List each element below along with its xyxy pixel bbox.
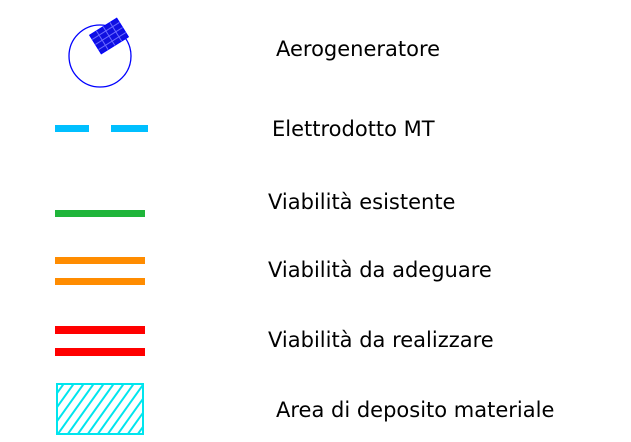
legend-label: Viabilità da adeguare xyxy=(268,258,492,282)
legend-item-viabilita-da-realizzare: Viabilità da realizzare xyxy=(0,300,631,370)
dashed-line-symbol xyxy=(55,125,150,133)
legend-item-viabilita-esistente: Viabilità esistente xyxy=(0,165,631,230)
legend-item-aerogeneratore: Aerogeneratore xyxy=(0,0,631,95)
legend-label: Viabilità esistente xyxy=(268,190,456,214)
legend-label: Area di deposito materiale xyxy=(276,398,555,422)
legend-label: Viabilità da realizzare xyxy=(268,328,494,352)
legend-item-elettrodotto-mt: Elettrodotto MT xyxy=(0,95,631,165)
legend-item-area-di-deposito-materiale: Area di deposito materiale xyxy=(0,370,631,442)
legend-item-viabilita-da-adeguare: Viabilità da adeguare xyxy=(0,230,631,300)
hatched-rectangle-symbol xyxy=(55,382,150,438)
single-line-symbol xyxy=(55,210,150,218)
double-line-symbol xyxy=(55,257,150,287)
wind-turbine-icon xyxy=(64,14,140,90)
double-line-symbol xyxy=(55,326,150,358)
legend-label: Elettrodotto MT xyxy=(272,117,435,141)
legend-label: Aerogeneratore xyxy=(276,37,441,61)
